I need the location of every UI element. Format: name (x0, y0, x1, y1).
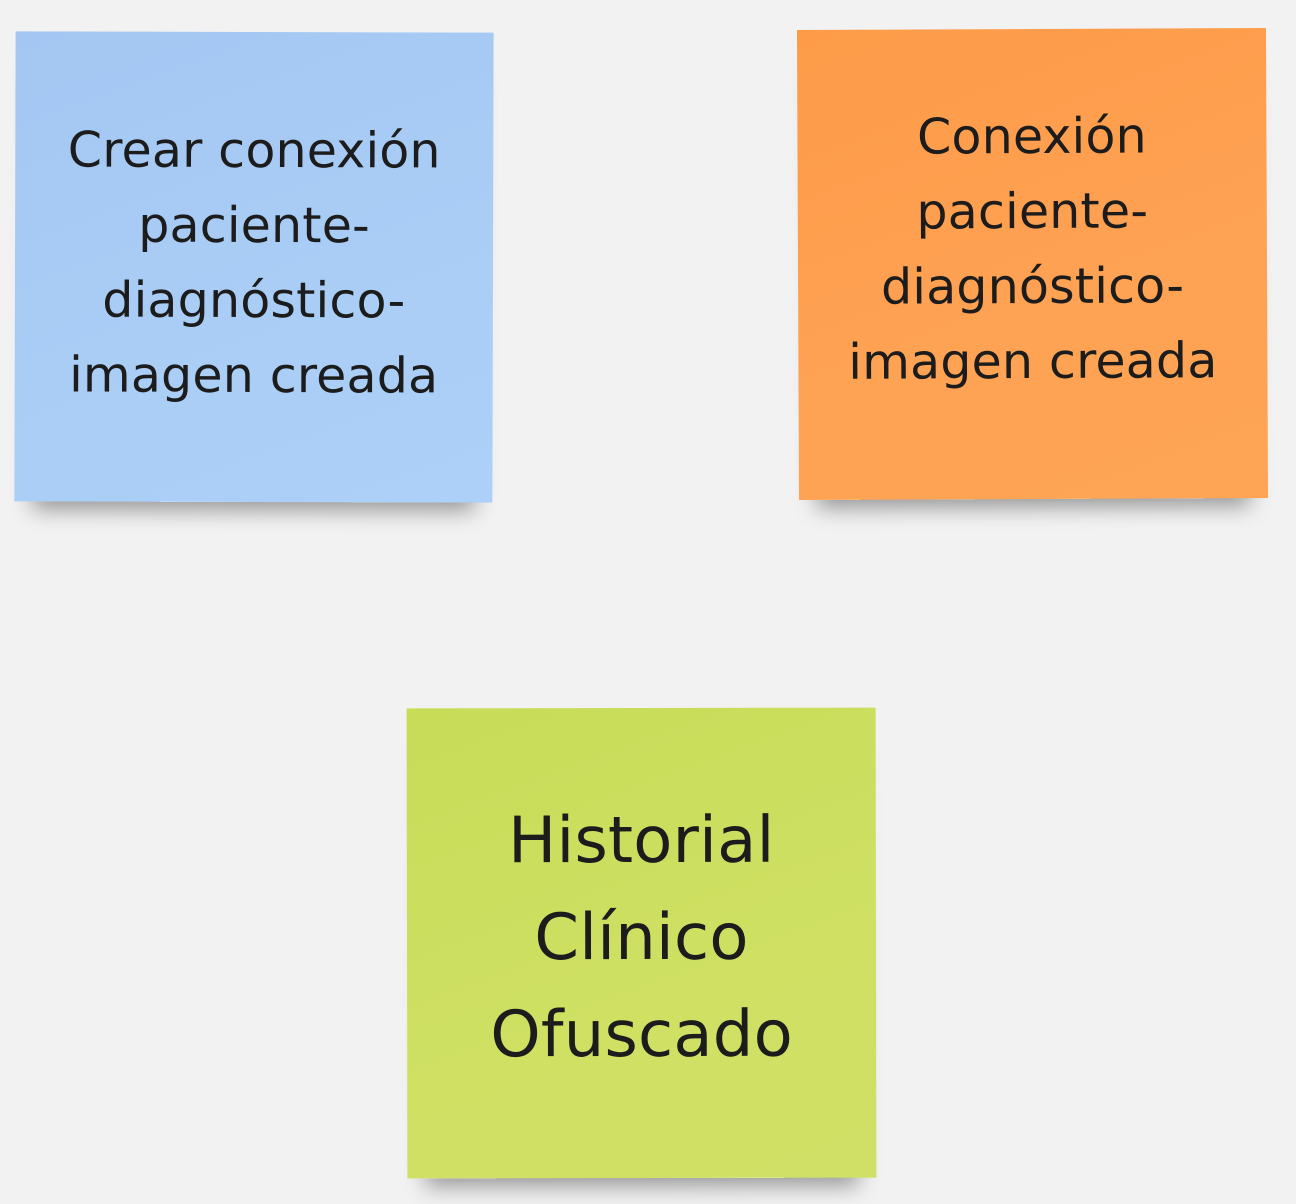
sticky-note-text: Conexión paciente-diagnóstico-imagen cre… (848, 107, 1218, 391)
sticky-note-text: Historial Clínico Ofuscado (490, 803, 794, 1072)
sticky-note-crear-conexion[interactable]: Crear conexión paciente-diagnóstico-imag… (14, 31, 494, 503)
sticky-note-conexion-creada[interactable]: Conexión paciente-diagnóstico-imagen cre… (796, 27, 1269, 501)
sticky-note-text: Crear conexión paciente-diagnóstico-imag… (67, 121, 441, 405)
sticky-note-historial-clinico[interactable]: Historial Clínico Ofuscado (406, 707, 877, 1179)
